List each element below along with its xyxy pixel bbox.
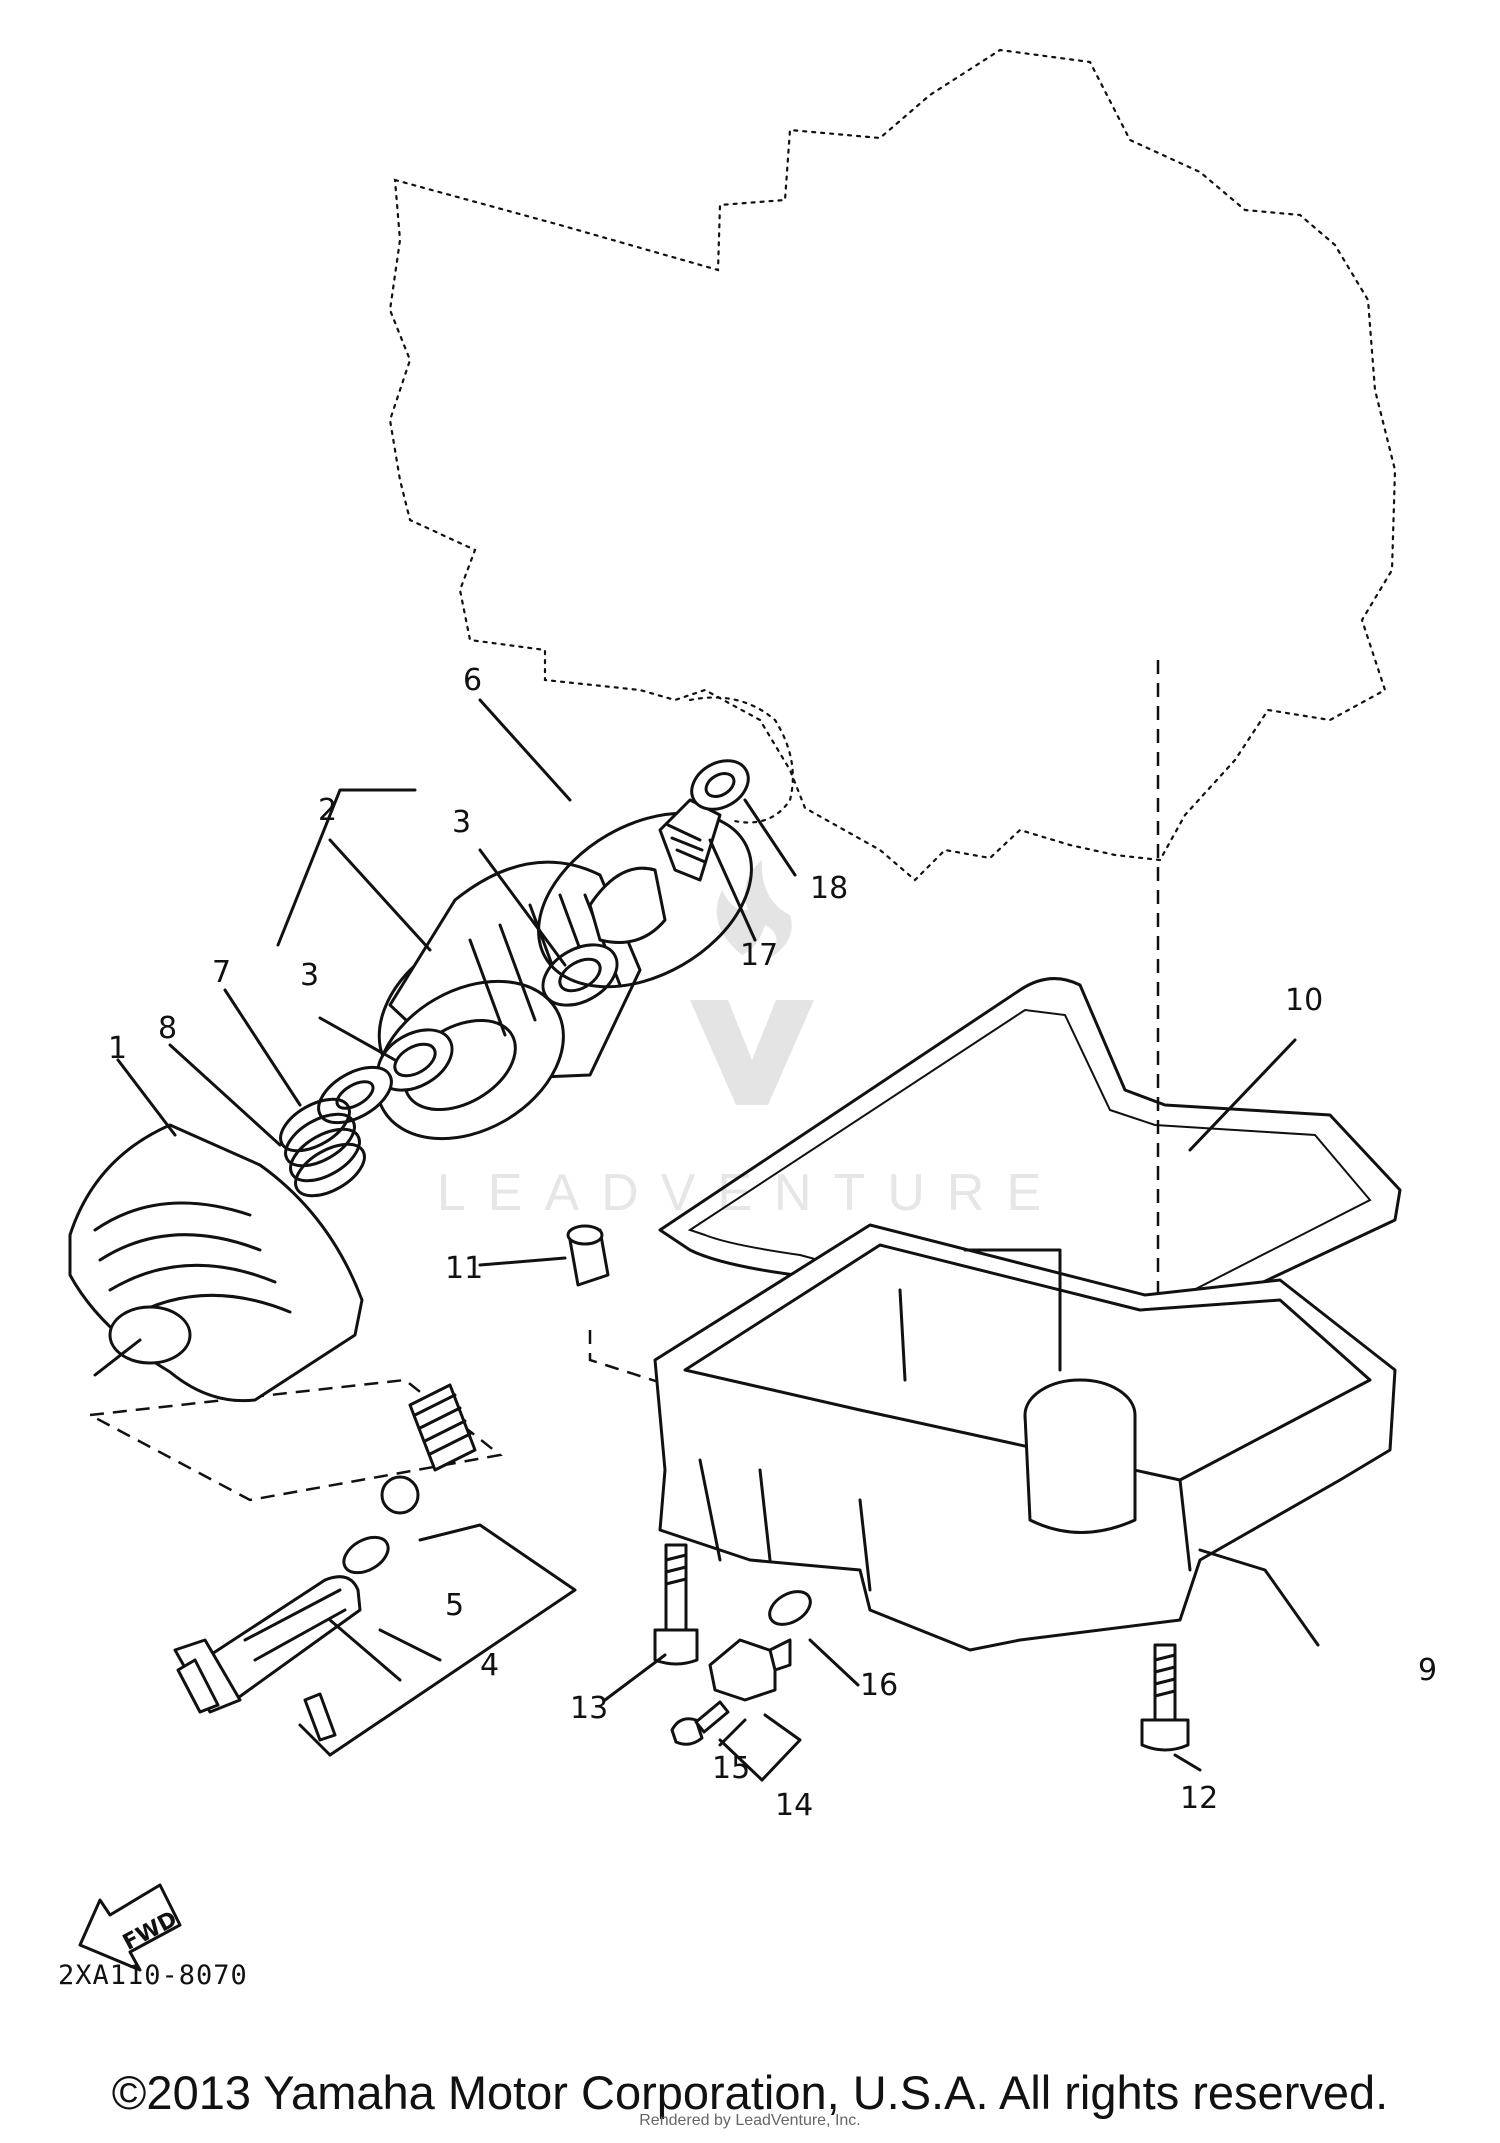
oil-drain-plug (708, 1638, 792, 1702)
callout-16: 16 (860, 1668, 898, 1703)
washer-5 (342, 1535, 390, 1575)
washer-7 (317, 1065, 393, 1125)
callout-13: 13 (570, 1691, 608, 1726)
callout-3-lower: 3 (300, 958, 319, 993)
washer-18 (690, 759, 750, 811)
oil-nozzle (566, 1224, 610, 1287)
screw-15 (670, 1700, 730, 1746)
callout-9: 9 (1418, 1653, 1437, 1688)
callout-8: 8 (158, 1011, 177, 1046)
spring-8 (279, 1097, 366, 1198)
oil-pan (653, 1223, 1397, 1652)
leader-lines (116, 698, 1320, 1782)
callout-15: 15 (712, 1751, 750, 1786)
forward-direction-arrow: FWD (78, 1883, 182, 1972)
callout-10: 10 (1285, 983, 1323, 1018)
bypass-ball (380, 1475, 420, 1515)
callout-12: 12 (1180, 1781, 1218, 1816)
engine-inner-detail (688, 696, 794, 824)
filter-assembly-bracket (85, 1378, 503, 1502)
bypass-spring (408, 1383, 477, 1472)
callout-5: 5 (445, 1588, 464, 1623)
pin (303, 1692, 337, 1742)
rendered-by-note: Rendered by LeadVenture, Inc. (639, 2112, 861, 2129)
engine-outline (388, 48, 1397, 882)
leadventure-watermark: LEADVENTURE (437, 860, 1063, 1222)
o-ring-large (537, 811, 753, 989)
callout-2: 2 (318, 793, 337, 828)
bolt-12 (1140, 1643, 1190, 1752)
drain-gasket-16 (768, 1590, 812, 1626)
union-bolt (588, 798, 722, 944)
callout-11: 11 (445, 1251, 483, 1286)
watermark-text: LEADVENTURE (437, 1164, 1063, 1222)
copyright-notice: ©2013 Yamaha Motor Corporation, U.S.A. A… (111, 2066, 1389, 2119)
callout-6: 6 (463, 663, 482, 698)
filter-cover (68, 1123, 364, 1403)
callout-17: 17 (740, 938, 778, 973)
oil-pan-gasket (658, 977, 1402, 1357)
diagram-code: 2XA110-8070 (58, 1960, 248, 1991)
bolt-13 (653, 1543, 699, 1666)
callout-1: 1 (108, 1031, 127, 1066)
callout-3-upper: 3 (452, 805, 471, 840)
callout-7: 7 (212, 955, 231, 990)
o-ring-lower (376, 1028, 454, 1092)
oil-filter-union-bolt (173, 1575, 362, 1714)
callout-14: 14 (775, 1788, 813, 1823)
callout-18: 18 (810, 871, 848, 906)
callout-4: 4 (480, 1648, 499, 1683)
oil-pan-gasket-inner (687, 1008, 1372, 1334)
